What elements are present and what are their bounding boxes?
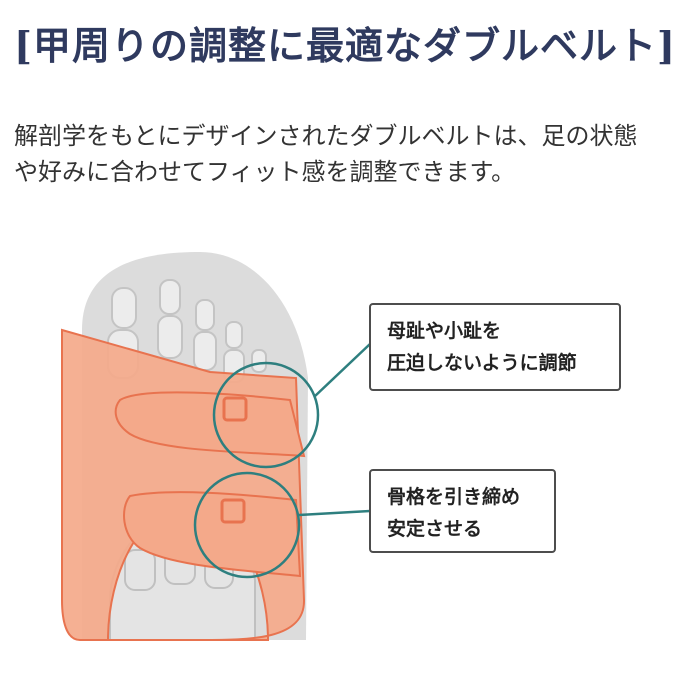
callout-1-ring: [212, 361, 320, 469]
callout-box-toe-adjust: 母趾や小趾を 圧迫しないように調節: [369, 303, 621, 391]
callout-1-line-2: 圧迫しないように調節: [387, 352, 577, 374]
front-buckle: [222, 396, 248, 422]
description-line-2: や好みに合わせてフィット感を調整できます。: [14, 158, 516, 186]
callout-2-leader: [298, 509, 371, 517]
callout-box-bone-stabilize: 骨格を引き締め 安定させる: [369, 469, 556, 553]
description-line-1: 解剖学をもとにデザインされたダブルベルトは、足の状態: [14, 122, 638, 150]
rear-buckle: [220, 498, 246, 524]
callout-2-ring: [193, 471, 301, 579]
description: 解剖学をもとにデザインされたダブルベルトは、足の状態 や好みに合わせてフィット感…: [14, 118, 694, 190]
callout-2-line-1: 骨格を引き締め: [387, 486, 521, 508]
rear-strap: [123, 491, 302, 578]
page-title: [甲周りの調整に最適なダブルベルト]: [14, 23, 676, 68]
front-strap: [114, 391, 306, 458]
callout-2-line-2: 安定させる: [387, 518, 483, 540]
callout-1-line-1: 母趾や小趾を: [387, 320, 502, 342]
callout-1-leader: [313, 343, 371, 398]
